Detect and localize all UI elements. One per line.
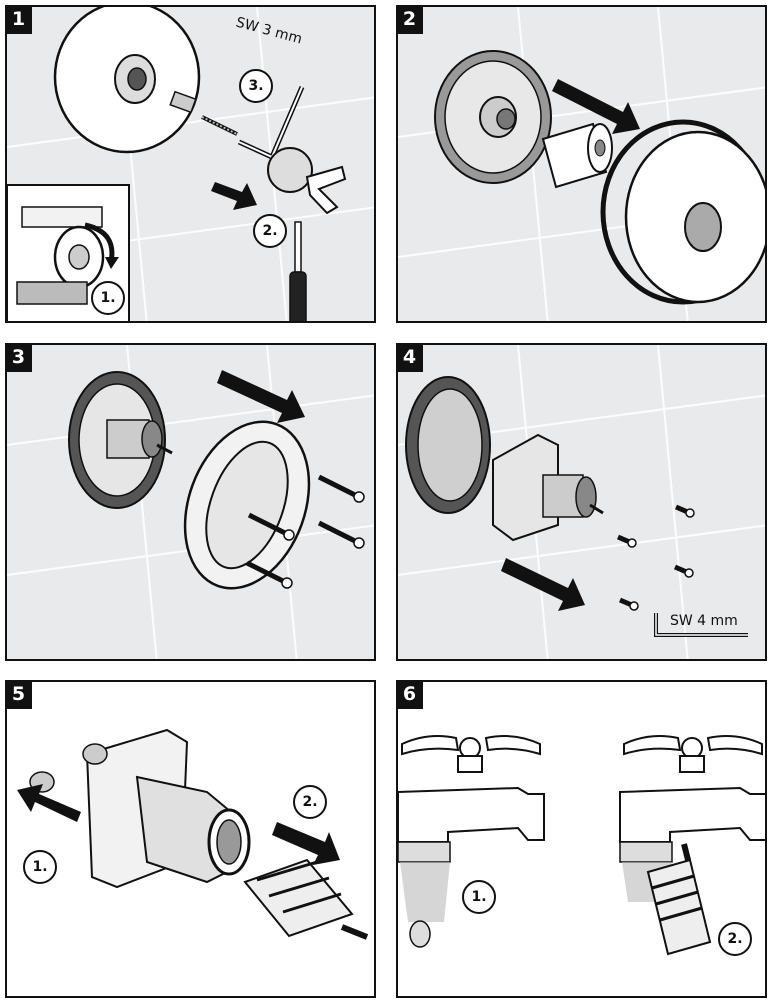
step-marker-2: 2. xyxy=(293,785,327,819)
panel-step-6: 6 1. 2. xyxy=(396,680,767,998)
step-marker-1: 1. xyxy=(23,850,57,884)
step-marker-2: 2. xyxy=(253,214,287,248)
step-marker-1: 1. xyxy=(462,880,496,914)
panel-1-illustration xyxy=(7,7,374,321)
panel-6-illustration xyxy=(398,735,765,956)
panel-4-illustration xyxy=(398,345,765,659)
panel-step-4: 4 SW 4 mm xyxy=(396,343,767,661)
panel-5-illustration xyxy=(17,728,369,940)
panel-number: 6 xyxy=(398,682,423,709)
step-marker-3: 3. xyxy=(239,69,273,103)
panel-number: 4 xyxy=(398,345,423,372)
panel-2-illustration xyxy=(398,7,765,321)
panel-step-1: 1 3. 2. 1. SW 3 mm xyxy=(5,5,376,323)
panel-number: 3 xyxy=(7,345,32,372)
panel-number: 2 xyxy=(398,7,423,34)
panel-3-illustration xyxy=(7,345,374,659)
panel-step-2: 2 xyxy=(396,5,767,323)
hex-key-size-label: SW 4 mm xyxy=(670,613,738,629)
step-marker-2: 2. xyxy=(718,922,752,956)
panel-number: 1 xyxy=(7,7,32,34)
panel-number: 5 xyxy=(7,682,32,709)
step-marker-1: 1. xyxy=(91,281,125,315)
panel-step-3: 3 xyxy=(5,343,376,661)
panel-step-5: 5 2. 1. xyxy=(5,680,376,998)
